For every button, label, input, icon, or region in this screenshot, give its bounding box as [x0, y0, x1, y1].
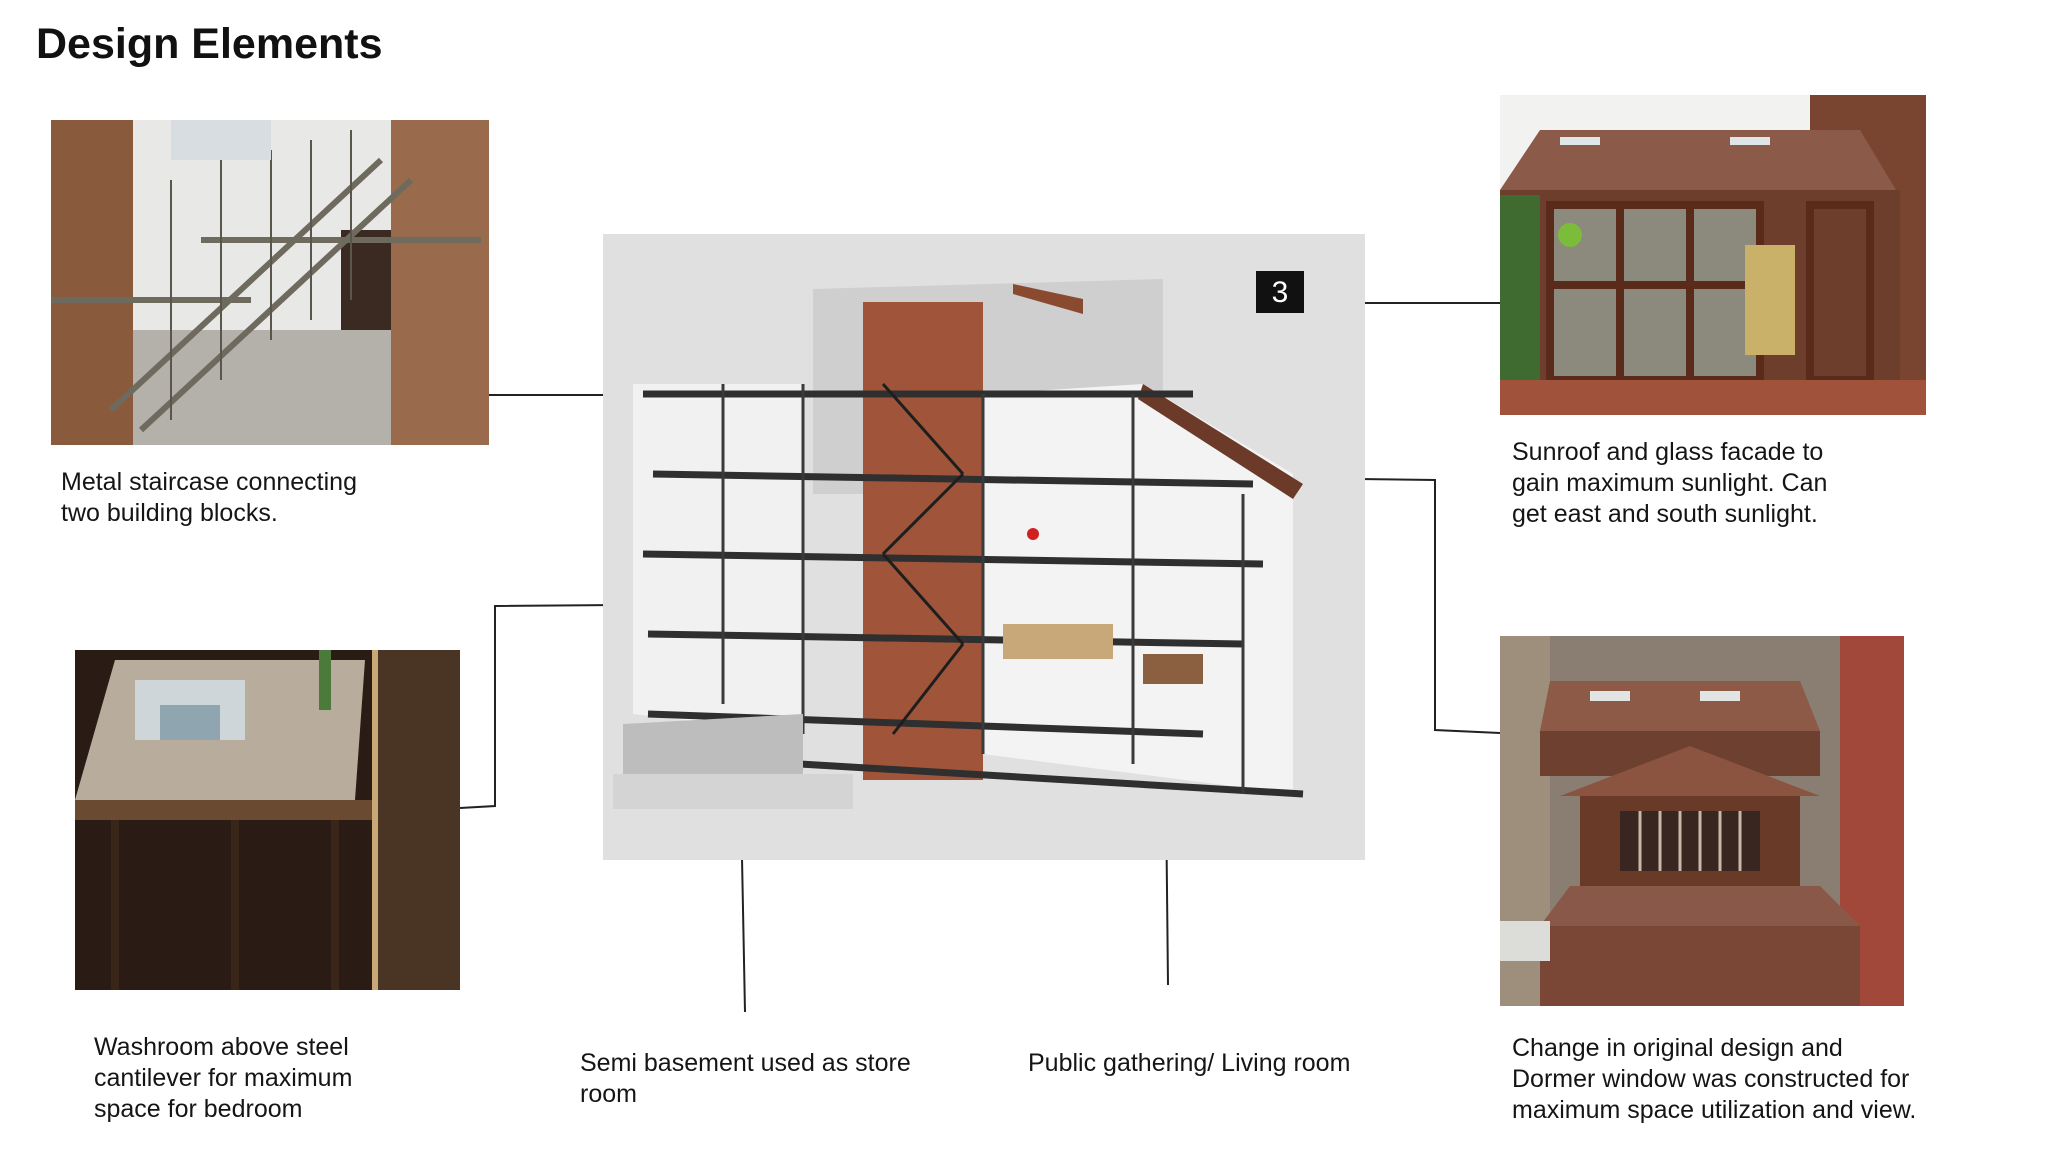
sunroof-caption-line: Sunroof and glass facade to — [1512, 438, 1824, 466]
sunroof-caption: Sunroof and glass facade to gain maximum… — [1512, 437, 1827, 530]
staircase-caption-line: Metal staircase connecting — [61, 468, 357, 496]
living-room-caption: Public gathering/ Living room — [1028, 1048, 1350, 1079]
building-section-view: 3 — [603, 234, 1365, 860]
dormer-photo — [1500, 636, 1904, 1006]
washroom-caption-line: cantilever for maximum — [94, 1064, 353, 1092]
sunroof-photo — [1500, 95, 1926, 415]
dormer-caption-line: Dormer window was constructed for — [1512, 1065, 1910, 1093]
basement-caption-line: Semi basement used as store — [580, 1049, 911, 1077]
sunroof-caption-line: gain maximum sunlight. Can — [1512, 469, 1828, 497]
staircase-caption: Metal staircase connecting two building … — [61, 467, 357, 529]
staircase-caption-line: two building blocks. — [61, 499, 278, 527]
washroom-caption: Washroom above steel cantilever for maxi… — [94, 1032, 352, 1125]
washroom-photo — [75, 650, 460, 990]
staircase-photo — [51, 120, 489, 445]
basement-caption: Semi basement used as store room — [580, 1048, 911, 1110]
dormer-caption: Change in original design and Dormer win… — [1512, 1033, 1916, 1126]
washroom-caption-line: space for bedroom — [94, 1095, 303, 1123]
view-number-badge: 3 — [1272, 276, 1289, 309]
dormer-caption-line: Change in original design and — [1512, 1034, 1843, 1062]
washroom-caption-line: Washroom above steel — [94, 1033, 349, 1061]
basement-caption-line: room — [580, 1080, 637, 1108]
sunroof-caption-line: get east and south sunlight. — [1512, 500, 1818, 528]
page-title: Design Elements — [36, 20, 383, 68]
dormer-caption-line: maximum space utilization and view. — [1512, 1096, 1917, 1124]
living-room-caption-line: Public gathering/ Living room — [1028, 1049, 1351, 1077]
